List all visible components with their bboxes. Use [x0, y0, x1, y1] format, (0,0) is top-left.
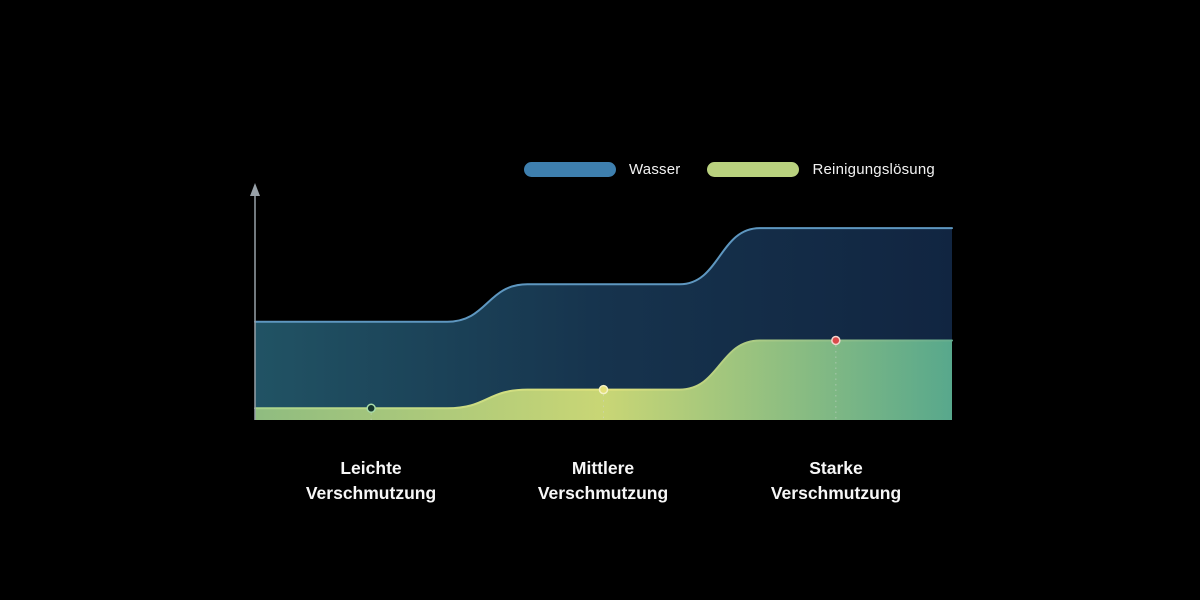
marker-dot-2: [831, 335, 841, 346]
legend-label-wasser: Wasser: [629, 161, 681, 178]
legend-swatch-reinigungsloesung: [707, 162, 800, 177]
legend-swatch-wasser: [524, 162, 616, 177]
series-line-1: [254, 339, 953, 410]
category-label-starke-verschmutzung: Starke Verschmutzung: [770, 458, 902, 503]
y-axis-arrowhead-icon: [250, 183, 260, 196]
marker-dot-0: [366, 403, 376, 414]
marker-dot-1: [598, 384, 609, 395]
legend-label-reinigungsloesung: Reinigungslösung: [812, 161, 935, 178]
series-line-0: [254, 227, 953, 323]
series-area-1: [255, 340, 952, 420]
category-label-leichte-verschmutzung: Leichte Verschmutzung: [305, 458, 437, 503]
category-label-mittlere-verschmutzung: Mittlere Verschmutzung: [537, 458, 669, 503]
chart-legend: Wasser Reinigungslösung: [524, 161, 935, 178]
